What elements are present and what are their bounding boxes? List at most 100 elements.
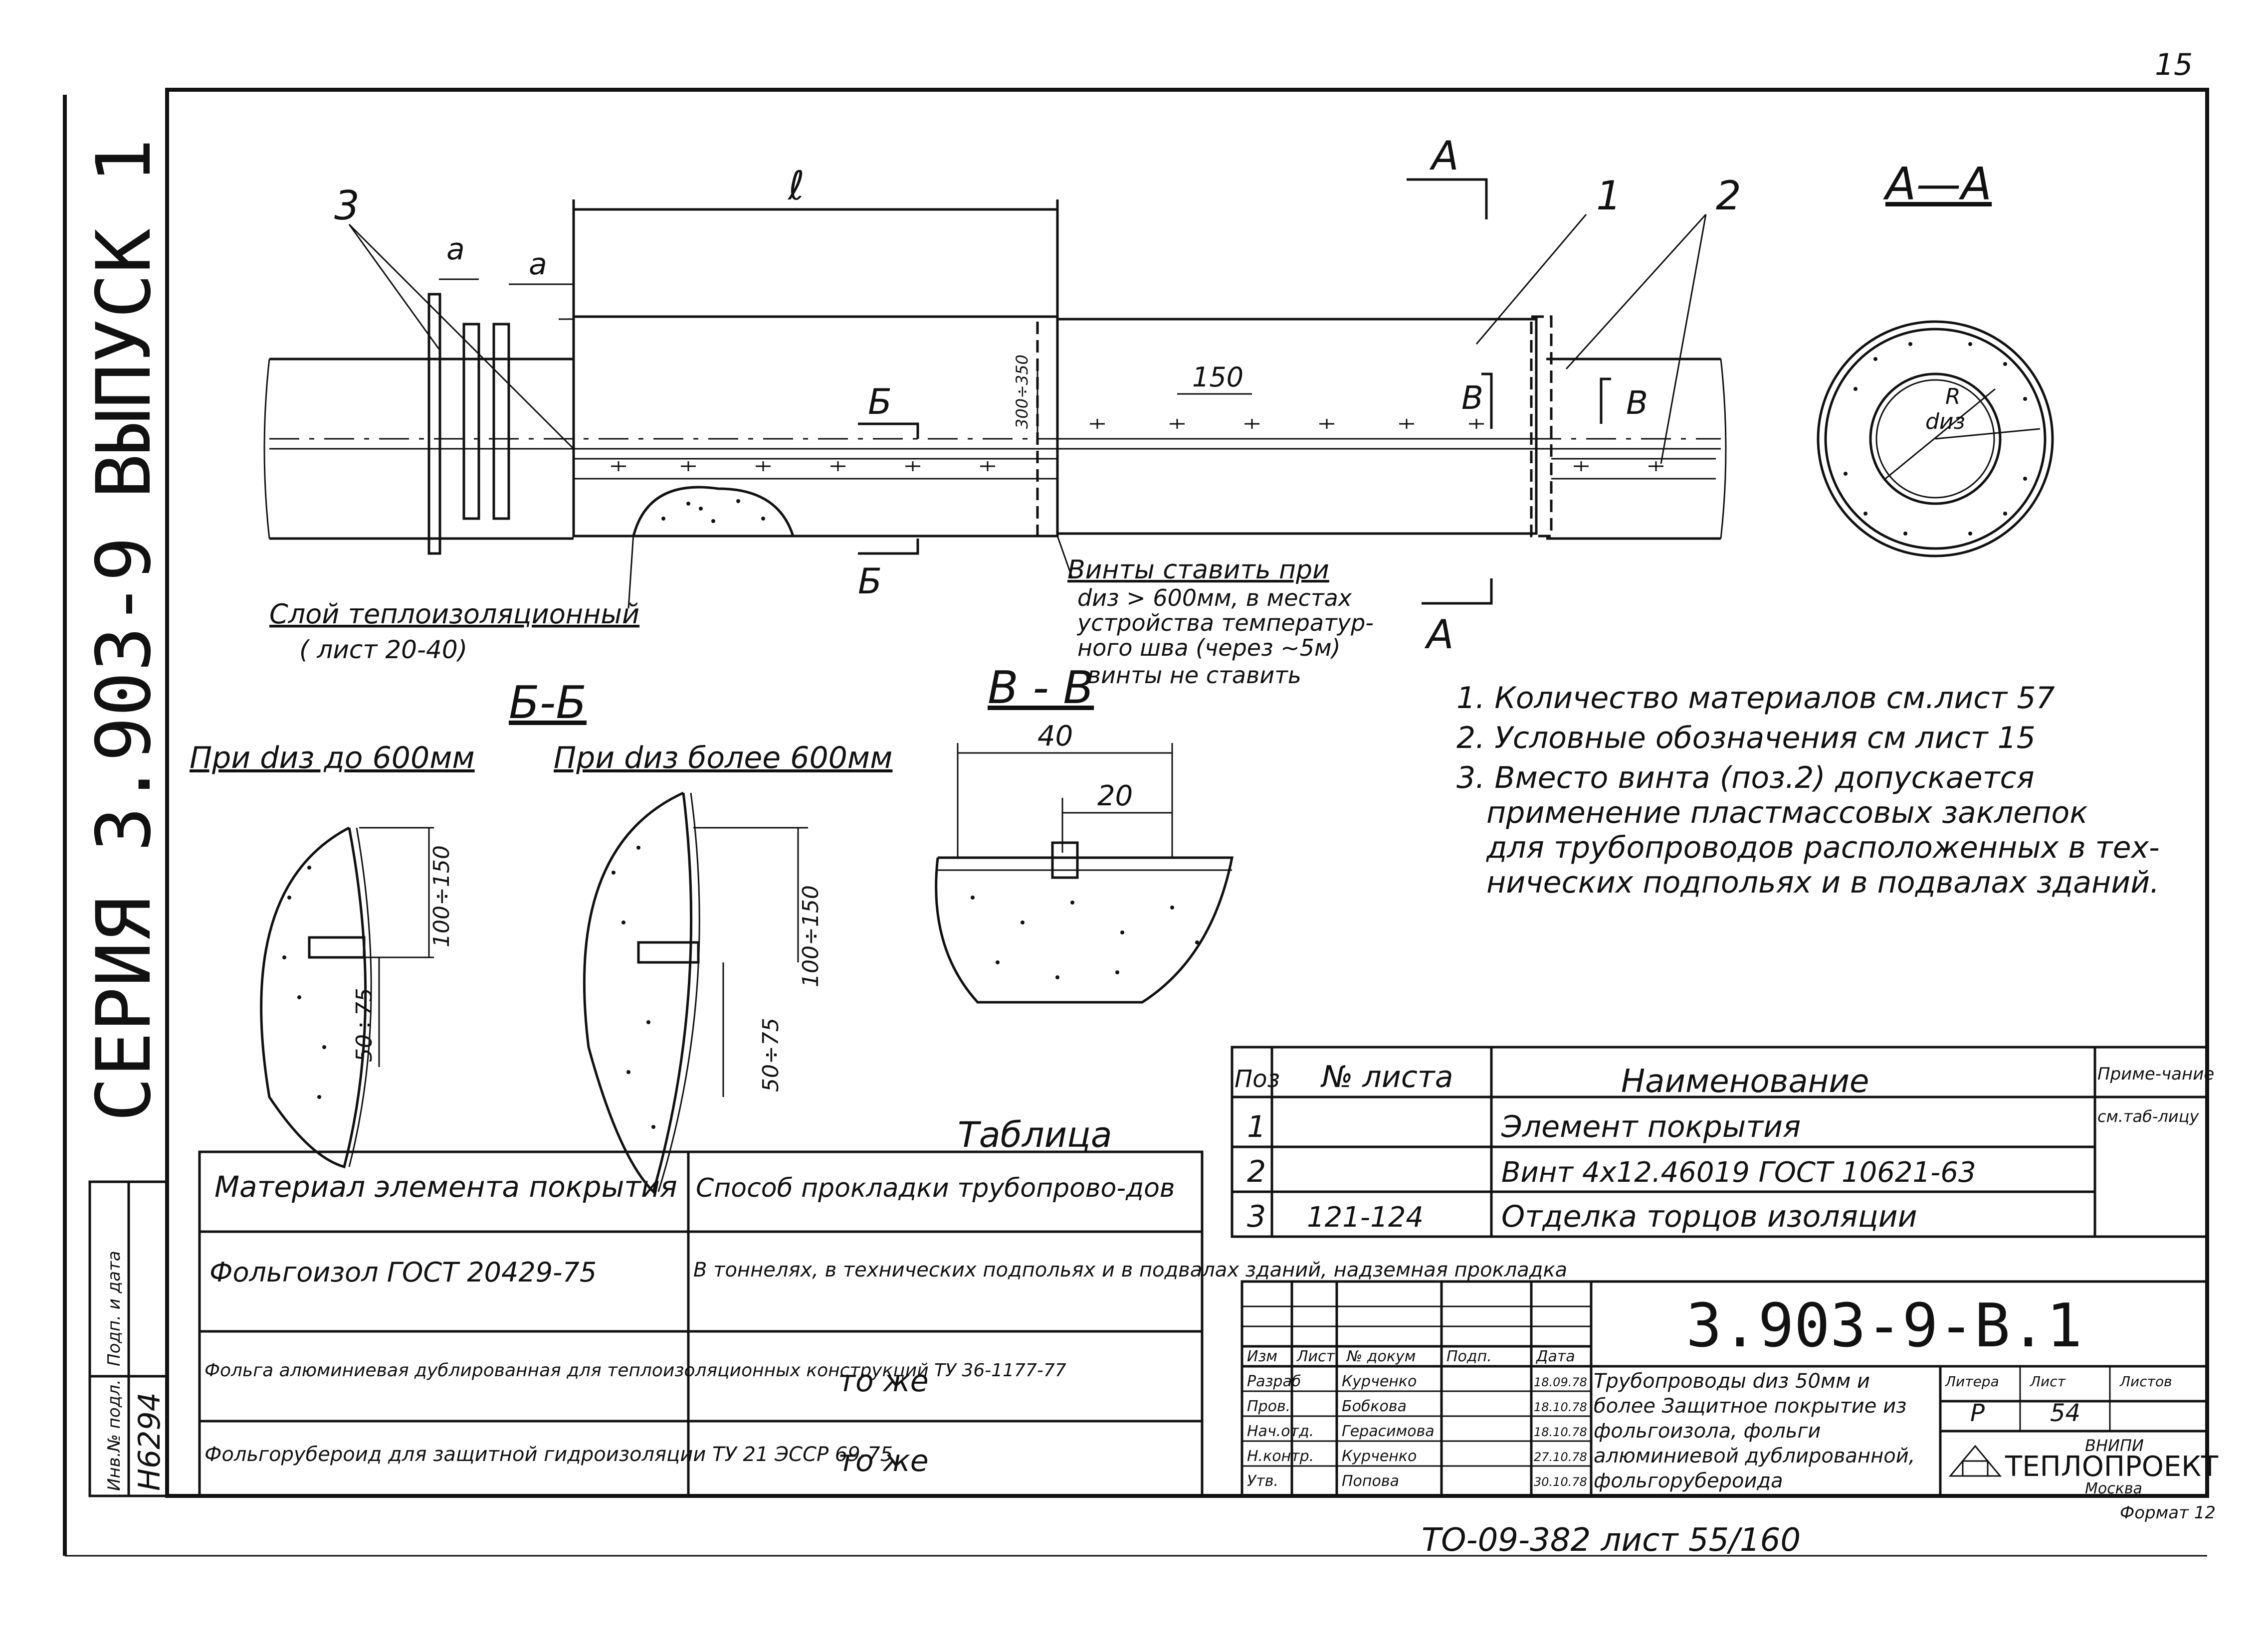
mat-row3-material: Фольгорубероид для защитной гидроизоляци… [205,1443,893,1466]
material-table-title: Таблица [958,1114,1112,1155]
tb-description: Трубопроводы dиз 50мм и более Защитное п… [1594,1370,1915,1492]
tb-stage: Р [1970,1399,1985,1427]
section-v-2: В [1626,385,1648,422]
spec-row3-pos: 3 [1247,1199,1266,1234]
section-bb-dim-right-1: 100÷150 [798,885,824,987]
issue-text: ВЫПУСК 1 [81,139,168,499]
section-vv-title: В - В [988,662,1094,714]
title-block: Изм Лист № докум Подп. Дата Разраб Курче… [1240,1280,2219,1497]
spec-row3-sheet: 121-124 [1307,1201,1424,1234]
note-1: 1. Количество материалов см.лист 57 [1456,681,2055,716]
spec-row2-name: Винт 4х12.46019 ГОСТ 10621-63 [1501,1156,1976,1189]
spec-row1-pos: 1 [1247,1109,1266,1144]
section-bb-title: Б-Б [509,677,587,729]
spec-header-note: Приме-чание [2097,1064,2214,1084]
section-vv-dim-40: 40 [1037,720,1073,752]
insulation-ref: ( лист 20-40) [299,635,467,664]
org-logo-icon [1948,1445,2002,1477]
mat-header-2: Способ прокладки трубопрово-дов [696,1173,1175,1203]
tb-date-4: 27.10.78 [1534,1450,1587,1464]
sidebar: СЕРИЯ 3.903-9 ВЫПУСК 1 Н6294 Инв.№ подл.… [81,139,169,1497]
pos-1: 1 [1596,173,1622,219]
section-bb: Б-Б При dиз до 600мм При dиз более 600мм… [190,677,892,1194]
note-3: 3. Вместо винта (поз.2) допускается [1456,760,2035,795]
section-b-bottom: Б [858,561,882,602]
page-number: 15 [2155,47,2193,82]
mat-row2-method: то же [838,1364,929,1399]
spec-table: Поз № листа Наименование Приме-чание 1 Э… [1231,1046,2214,1238]
tb-col-date: Дата [1535,1348,1575,1365]
stamp-label-2: Подп. и дата [104,1251,124,1366]
mat-header-1: Материал элемента покрытия [214,1170,677,1204]
tb-date-1: 18.09.78 [1534,1375,1587,1389]
tb-name-5: Попова [1342,1472,1399,1490]
tb-stage-label: Литера [1945,1373,1999,1390]
pos-2: 2 [1716,173,1741,219]
material-table: Таблица Материал элемента покрытия Спосо… [198,1114,1567,1497]
section-b-top: Б [868,381,892,422]
section-a-bottom: А [1424,611,1454,658]
section-vv-dim-20: 20 [1097,780,1133,812]
tb-role-3: Нач.отд. [1247,1423,1314,1440]
note-4: применение пластмассовых заклепок [1486,795,2088,830]
format-label: Формат 12 [2120,1503,2216,1523]
spec-row1-note: см.таб-лицу [2097,1107,2199,1126]
tb-date-3: 18.10.78 [1534,1425,1587,1439]
tb-code: 3.903-9-В.1 [1686,1291,2082,1361]
tb-date-5: 30.10.78 [1534,1475,1587,1489]
section-vv: В - В 40 20 [935,662,1234,1004]
tb-role-1: Разраб [1247,1373,1301,1390]
dim-a-1: a [446,232,465,267]
tb-col-doc: № докум [1346,1348,1416,1365]
tb-name-1: Курченко [1342,1373,1417,1390]
tb-col-list: Лист [1296,1348,1336,1365]
section-aa-diz: dиз [1925,409,1965,434]
screws-note-4: ного шва (через ~5м) [1077,634,1341,661]
section-bb-right-caption: При dиз более 600мм [554,740,892,775]
tb-sheet-label: Лист [2030,1373,2066,1390]
notes: 1. Количество материалов см.лист 57 2. У… [1456,681,2160,900]
screw-marks [611,419,1663,471]
section-bb-dim-left-1: 100÷150 [429,845,454,947]
inventory-number: Н6294 [132,1392,167,1491]
tb-org-city: Москва [2085,1480,2142,1497]
dim-l: ℓ [787,163,805,209]
spec-row3-name: Отделка торцов изоляции [1501,1199,1917,1234]
section-v-1: В [1461,380,1483,417]
tb-role-5: Утв. [1247,1472,1278,1490]
pos-3: 3 [334,183,360,229]
screws-note-2: dиз > 600мм, в местах [1077,584,1352,611]
section-aa-r: R [1945,384,1961,409]
tb-sheet: 54 [2050,1399,2080,1427]
tb-name-4: Курченко [1342,1448,1417,1465]
mat-row2-material: Фольга алюминиевая дублированная для теп… [205,1360,1066,1381]
mat-row1-material: Фольгоизол ГОСТ 20429-75 [209,1257,597,1288]
dim-300: 300÷350 [1013,355,1031,429]
footer-ref: ТО-09-382 лист 55/160 [1422,1522,1801,1559]
spec-header-pos: Поз [1235,1065,1280,1093]
dim-a-2: a [529,247,547,282]
tb-org-top: ВНИПИ [2085,1436,2144,1455]
tb-role-2: Пров. [1247,1398,1290,1415]
mat-row1-method: В тоннелях, в технических подпольях и в … [693,1259,1567,1282]
tb-col-sign: Подп. [1446,1348,1492,1365]
dim-150: 150 [1192,362,1243,393]
tb-date-2: 18.10.78 [1534,1400,1587,1414]
note-5: для трубопроводов расположенных в тех- [1486,830,2160,865]
section-bb-left-caption: При dиз до 600мм [190,740,475,775]
stamp-label-1: Инв.№ подл. [104,1379,124,1491]
tb-org-name: ТЕПЛОПРОЕКТ [2005,1451,2219,1483]
spec-row1-name: Элемент покрытия [1501,1109,1801,1144]
spec-header-name: Наименование [1621,1063,1869,1100]
note-2: 2. Условные обозначения см лист 15 [1456,721,2036,755]
tb-col-izm: Изм [1247,1348,1277,1365]
spec-row2-pos: 2 [1247,1154,1266,1189]
series-text: СЕРИЯ 3.903-9 [81,537,168,1122]
pipe-main-view: ℓ a a 150 300÷350 3 1 2 А А Б Б В В [263,133,1741,689]
tb-name-3: Герасимова [1342,1423,1435,1440]
section-a-top: А [1429,133,1459,179]
tb-sheets-label: Листов [2119,1373,2172,1390]
note-6: нических подпольях и в подвалах зданий. [1486,865,2159,900]
tb-name-2: Бобкова [1342,1398,1407,1415]
